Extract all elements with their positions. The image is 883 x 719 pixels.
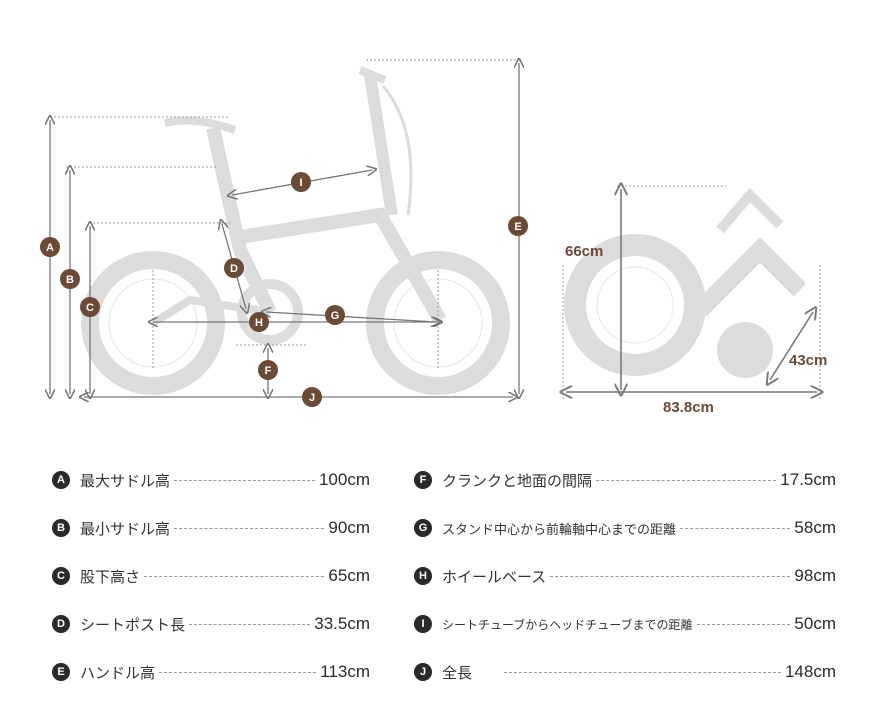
- spec-label: 全長: [442, 663, 473, 682]
- svg-text:C: C: [86, 302, 94, 314]
- svg-text:D: D: [230, 263, 238, 275]
- leader-line: [696, 623, 791, 625]
- spec-label: シートチューブからヘッドチューブまでの距離: [442, 617, 693, 632]
- leader-line: [174, 527, 325, 529]
- letter-j-icon: J: [414, 663, 432, 681]
- badge-e: E: [508, 216, 528, 236]
- spec-value: 148cm: [784, 662, 836, 681]
- svg-text:J: J: [309, 392, 315, 404]
- leader-line: [680, 527, 791, 529]
- spec-row-h: H ホイールベース 98cm: [414, 564, 836, 588]
- spec-row-f: F クランクと地面の間隔 17.5cm: [414, 468, 836, 492]
- badge-f: F: [258, 360, 278, 380]
- spec-row-e: E ハンドル高 113cm: [52, 660, 370, 684]
- spec-value: 98cm: [794, 566, 836, 585]
- spec-row-c: C 股下高さ 65cm: [52, 564, 370, 588]
- spec-label: スタンド中心から前輪軸中心までの距離: [442, 522, 677, 538]
- folded-depth-label: 43cm: [789, 352, 827, 369]
- spec-row-d: D シートポスト長 33.5cm: [52, 612, 370, 636]
- svg-text:F: F: [265, 365, 272, 377]
- letter-b-icon: B: [52, 519, 70, 537]
- svg-text:G: G: [331, 310, 340, 322]
- spec-value: 58cm: [794, 518, 836, 537]
- badge-g: G: [325, 305, 345, 325]
- badge-j: J: [302, 387, 322, 407]
- badge-d: D: [224, 258, 244, 278]
- spec-row-g: G スタンド中心から前輪軸中心までの距離 58cm: [414, 516, 836, 540]
- folded-bike-silhouette: [564, 187, 807, 378]
- letter-a-icon: A: [52, 471, 70, 489]
- spec-row-a: A 最大サドル高 100cm: [52, 468, 370, 492]
- badge-i: I: [291, 172, 311, 192]
- leader-line: [174, 479, 315, 481]
- spec-value: 17.5cm: [780, 470, 836, 489]
- spec-label: 最小サドル高: [80, 519, 171, 538]
- badge-h: H: [249, 312, 269, 332]
- svg-text:E: E: [514, 221, 521, 233]
- leader-line: [550, 575, 791, 577]
- spec-value: 100cm: [318, 470, 370, 489]
- spec-value: 90cm: [328, 518, 370, 537]
- bike-dimension-diagram: A B C D E F G H I J 66cm: [40, 0, 827, 416]
- spec-value: 65cm: [328, 566, 370, 585]
- bike-illustration: A B C D E F G H I J 66cm: [40, 0, 827, 416]
- leader-line: [504, 671, 781, 673]
- letter-c-icon: C: [52, 567, 70, 585]
- leader-line: [596, 479, 777, 481]
- spec-value: 113cm: [320, 662, 370, 681]
- spec-label: 最大サドル高: [80, 471, 171, 490]
- spec-label: ハンドル高: [80, 663, 156, 682]
- spec-value: 50cm: [794, 614, 836, 633]
- letter-e-icon: E: [52, 663, 70, 681]
- spec-row-b: B 最小サドル高 90cm: [52, 516, 370, 540]
- leader-line: [189, 623, 311, 625]
- spec-row-j: J 全長 148cm: [414, 660, 836, 684]
- folded-length-label: 83.8cm: [663, 399, 714, 416]
- spec-label: ホイールベース: [442, 567, 547, 586]
- letter-i-icon: I: [414, 615, 432, 633]
- svg-text:B: B: [66, 274, 74, 286]
- svg-text:I: I: [299, 177, 302, 189]
- spec-list: A 最大サドル高 100cm B 最小サドル高 90cm C 股下高さ 65cm…: [0, 460, 883, 700]
- dimension-badges: A B C D E F G H I J: [40, 172, 528, 407]
- letter-g-icon: G: [414, 519, 432, 537]
- letter-h-icon: H: [414, 567, 432, 585]
- spec-value: 33.5cm: [314, 614, 370, 633]
- badge-b: B: [60, 269, 80, 289]
- folded-height-label: 66cm: [565, 243, 603, 260]
- badge-a: A: [40, 237, 60, 257]
- leader-line: [144, 575, 325, 577]
- spec-label: 股下高さ: [80, 567, 141, 586]
- letter-f-icon: F: [414, 471, 432, 489]
- spec-label: シートポスト長: [80, 615, 186, 634]
- leader-line: [159, 671, 317, 673]
- svg-text:A: A: [46, 242, 54, 254]
- spec-label: クランクと地面の間隔: [442, 471, 593, 490]
- spec-row-i: I シートチューブからヘッドチューブまでの距離 50cm: [414, 612, 836, 636]
- svg-text:H: H: [255, 317, 263, 329]
- letter-d-icon: D: [52, 615, 70, 633]
- badge-c: C: [80, 297, 100, 317]
